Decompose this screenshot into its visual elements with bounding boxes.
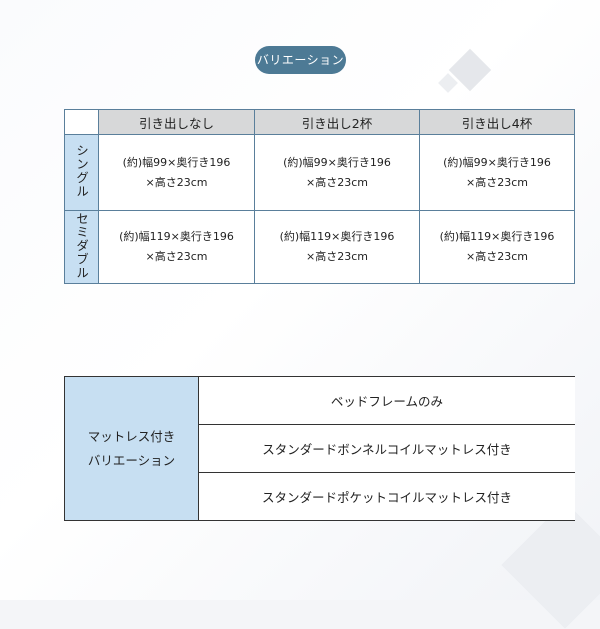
row-header-label: シングル <box>74 144 89 198</box>
mattress-heading-line2: バリエーション <box>87 452 176 468</box>
size-cell-dimensions: (約)幅119×奥行き196 <box>279 230 395 243</box>
size-cell: (約)幅99×奥行き196 ×高さ23cm <box>98 134 255 211</box>
size-cell-height: ×高さ23cm <box>466 175 528 189</box>
size-cell: (約)幅119×奥行き196 ×高さ23cm <box>419 210 575 284</box>
mattress-table-heading: マットレス付き バリエーション <box>64 376 199 521</box>
size-cell-height: ×高さ23cm <box>466 250 528 263</box>
row-header-label: セミダブル <box>74 211 89 280</box>
size-cell: (約)幅99×奥行き196 ×高さ23cm <box>419 134 575 211</box>
row-header: セミダブル <box>64 210 99 284</box>
row-header: シングル <box>64 134 99 211</box>
size-cell-dimensions: (約)幅99×奥行き196 <box>122 155 231 169</box>
size-cell-dimensions: (約)幅99×奥行き196 <box>443 155 551 169</box>
mattress-option: スタンダードポケットコイルマットレス付き <box>198 472 575 521</box>
column-header: 引き出し4杯 <box>419 109 575 135</box>
table-corner <box>64 109 99 135</box>
mattress-option: スタンダードボンネルコイルマットレス付き <box>198 424 575 473</box>
size-cell-height: ×高さ23cm <box>145 175 208 189</box>
mattress-option: ベッドフレームのみ <box>198 376 575 425</box>
mattress-table: マットレス付き バリエーション ベッドフレームのみ スタンダードボンネルコイルマ… <box>64 376 575 521</box>
size-cell-height: ×高さ23cm <box>145 250 208 263</box>
size-cell-dimensions: (約)幅119×奥行き196 <box>439 230 555 243</box>
size-cell: (約)幅99×奥行き196 ×高さ23cm <box>254 134 420 211</box>
size-table: 引き出しなし 引き出し2杯 引き出し4杯 シングル (約)幅99×奥行き196 ×… <box>64 109 575 284</box>
size-cell: (約)幅119×奥行き196 ×高さ23cm <box>98 210 255 284</box>
column-header: 引き出し2杯 <box>254 109 420 135</box>
column-header: 引き出しなし <box>98 109 255 135</box>
size-cell-dimensions: (約)幅99×奥行き196 <box>283 155 391 169</box>
size-cell-dimensions: (約)幅119×奥行き196 <box>119 230 234 243</box>
size-cell-height: ×高さ23cm <box>306 250 368 263</box>
size-cell-height: ×高さ23cm <box>306 175 368 189</box>
mattress-heading-line1: マットレス付き <box>87 428 176 444</box>
size-cell: (約)幅119×奥行き196 ×高さ23cm <box>254 210 420 284</box>
page-title: バリエーション <box>255 46 346 74</box>
